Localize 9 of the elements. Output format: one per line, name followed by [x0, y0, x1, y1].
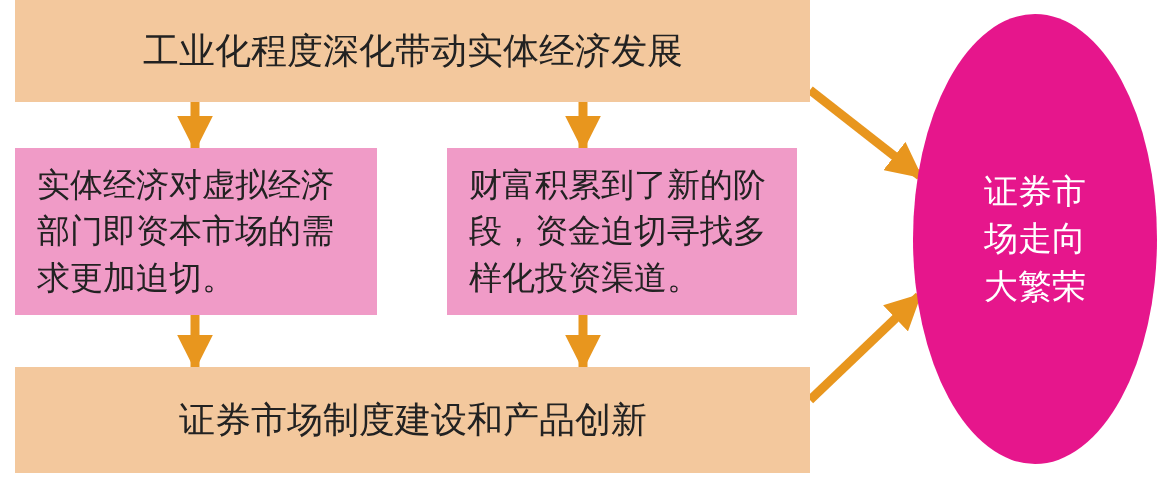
- box-label: 实体经济对虚拟经济部门即资本市场的需求更加迫切。: [37, 164, 335, 299]
- box-label: 工业化程度深化带动实体经济发展: [142, 28, 683, 73]
- process-band: [15, 0, 810, 102]
- process-box: [15, 148, 377, 315]
- box-label: 证券市场制度建设和产品创新: [178, 397, 647, 442]
- box-label: 财富积累到了新的阶段，资金迫切寻找多样化投资渠道。: [469, 164, 767, 299]
- process-band: [15, 367, 810, 473]
- process-box: [447, 148, 797, 315]
- ellipse-label: 证券市场走向大繁荣: [983, 169, 1087, 308]
